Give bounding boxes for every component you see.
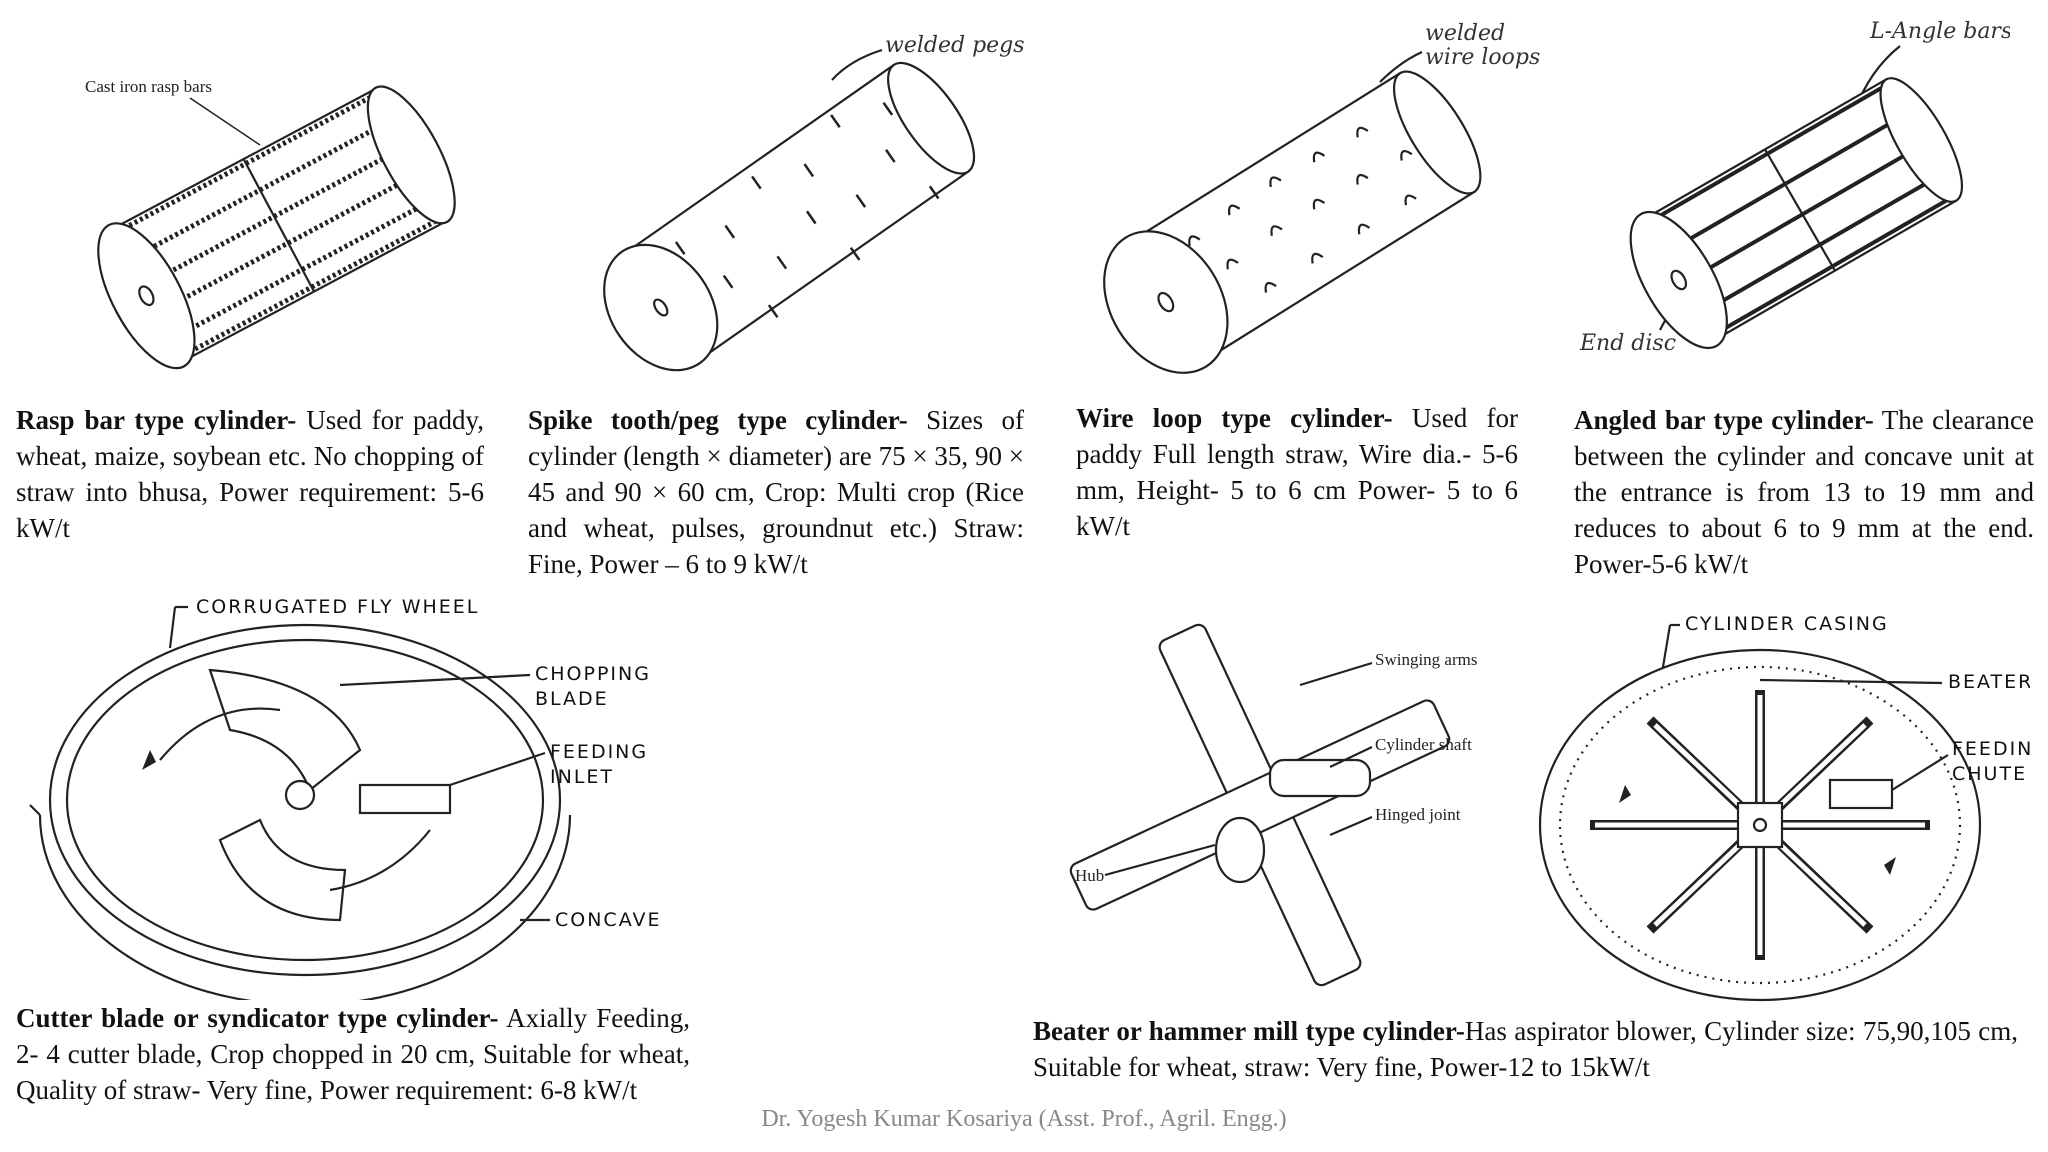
feeding-chute-label-line1: FEEDIN <box>1952 738 2030 760</box>
welded-pegs-label: welded pegs <box>885 33 1025 58</box>
hammer-mill-caption: Beater or hammer mill type cylinder-Has … <box>1033 1013 2018 1085</box>
feeding-inlet-label-line2: INLET <box>550 766 614 788</box>
cutter-blade-caption-text: Axially Feeding, 2- 4 cutter blade, Crop… <box>16 1003 690 1105</box>
wire-loops-label-line2: wire loops <box>1425 45 1540 70</box>
wire-loop-caption-title: Wire loop type cylinder- <box>1076 403 1393 433</box>
feeding-inlet-label-line1: FEEDING <box>550 741 648 763</box>
feeding-chute-label-line2: CHUTE <box>1952 763 2027 785</box>
spike-tooth-caption: Spike tooth/peg type cylinder- Sizes of … <box>528 402 1024 582</box>
spike-tooth-caption-title: Spike tooth/peg type cylinder- <box>528 405 908 435</box>
wire-loop-caption-text: Used for paddy Full length straw, Wire d… <box>1076 403 1518 541</box>
beater-casing-figure: CYLINDER CASING BEATER FEEDIN CHUTE <box>1530 600 2030 1020</box>
chopping-blade-label-line2: BLADE <box>535 688 609 710</box>
wire-loop-cylinder-figure: welded wire loops <box>1080 12 1540 382</box>
cylinder-casing-label: CYLINDER CASING <box>1685 613 1889 635</box>
rasp-bar-caption: Rasp bar type cylinder- Used for paddy, … <box>16 402 484 546</box>
chopping-blade-label-line1: CHOPPING <box>535 663 651 685</box>
angled-bar-caption-title: Angled bar type cylinder- <box>1574 405 1874 435</box>
beater-label: BEATER <box>1948 671 2030 693</box>
rasp-bars-label: Cast iron rasp bars <box>85 77 212 96</box>
end-disc-label: End disc <box>1579 331 1676 356</box>
rasp-bar-caption-title: Rasp bar type cylinder- <box>16 405 297 435</box>
spike-tooth-caption-text: Sizes of cylinder (length × diameter) ar… <box>528 405 1024 579</box>
hammer-mill-caption-title: Beater or hammer mill type cylinder- <box>1033 1016 1465 1046</box>
angle-bars-label: L-Angle bars <box>1869 19 2010 44</box>
cutter-blade-caption-title: Cutter blade or syndicator type cylinder… <box>16 1003 499 1033</box>
rasp-bar-caption-text: Used for paddy, wheat, maize, soybean et… <box>16 405 484 543</box>
wire-loop-caption: Wire loop type cylinder- Used for paddy … <box>1076 400 1518 544</box>
angled-bar-caption: Angled bar type cylinder- The clearance … <box>1574 402 2034 582</box>
hammer-mill-figure: Swinging arms Cylinder shaft Hinged join… <box>1060 595 1540 1015</box>
cutter-blade-caption: Cutter blade or syndicator type cylinder… <box>16 1000 690 1108</box>
angled-bar-caption-text: The clearance between the cylinder and c… <box>1574 405 2034 579</box>
cutter-blade-figure: CORRUGATED FLY WHEEL CHOPPING BLADE FEED… <box>10 590 700 1000</box>
hammer-mill-caption-text: Has aspirator blower, Cylinder size: 75,… <box>1033 1016 2018 1082</box>
angled-bar-cylinder-figure: L-Angle bars End disc <box>1570 10 2010 380</box>
rasp-bar-cylinder-figure: Cast iron rasp bars <box>60 60 480 380</box>
concave-label: CONCAVE <box>555 909 662 931</box>
hub-label: Hub <box>1075 866 1104 885</box>
swinging-arms-label: Swinging arms <box>1375 650 1477 669</box>
spike-tooth-cylinder-figure: welded pegs <box>570 20 1040 380</box>
flywheel-label: CORRUGATED FLY WHEEL <box>196 596 479 618</box>
cylinder-shaft-label: Cylinder shaft <box>1375 735 1472 754</box>
footer-credit: Dr. Yogesh Kumar Kosariya (Asst. Prof., … <box>761 1106 1287 1132</box>
wire-loops-label-line1: welded <box>1425 21 1505 46</box>
hinged-joint-label: Hinged joint <box>1375 805 1461 824</box>
